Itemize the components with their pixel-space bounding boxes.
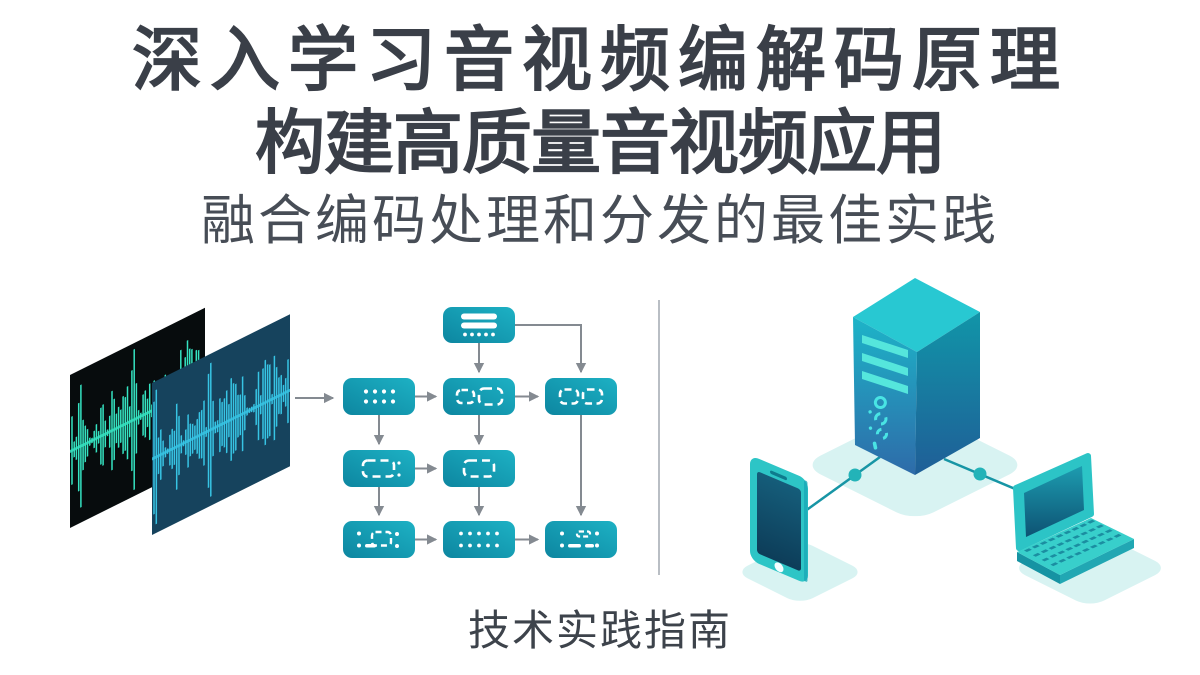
server-vent-bars [862,335,908,394]
subtitle: 融合编码处理和分发的最佳实践 [201,191,999,251]
mixed-dash-block-node [545,521,617,558]
server-tower [853,278,980,475]
frame-block-node [343,450,415,487]
footer: 技术实践指南 [0,607,1200,655]
title-line-2: 构建高质量音视频应用 [255,104,946,182]
audio-waveform-panels [60,295,305,550]
header: 深入学习音视频编解码原理 构建高质量音视频应用 融合编码处理和分发的最佳实践 [0,18,1200,250]
encoder-box-node [443,307,515,343]
waveform-cyan-icon [152,355,290,525]
frame-pair-node [545,378,617,415]
mixed-dash-block-node [343,521,415,558]
waveform-panel-front [152,314,290,535]
footer-caption: 技术实践指南 [467,607,732,654]
phone-screen [757,471,801,571]
encoding-pipeline-flowchart [295,307,617,558]
laptop-keyboard-icon [1024,519,1122,567]
flow-nodes [343,307,617,558]
laptop [1013,453,1134,584]
laptop-screen [1024,466,1084,537]
dots-block-node [443,521,515,558]
distribution-network-illustration [742,278,1161,604]
flow-arrows [295,324,587,545]
dots-block-node [343,378,415,415]
phone-home-button-icon [774,562,784,573]
frame-block-node [443,450,515,487]
server-power-icons [868,396,889,450]
frame-pair-node [443,378,515,415]
phone-speaker-icon [770,470,787,481]
smartphone [750,458,808,582]
section-divider [658,300,660,575]
title-line-1: 深入学习音视频编解码原理 [132,21,1068,99]
network-node-icon [973,467,987,481]
network-node-icon [848,468,862,482]
arrow-top-elbow [515,324,587,374]
